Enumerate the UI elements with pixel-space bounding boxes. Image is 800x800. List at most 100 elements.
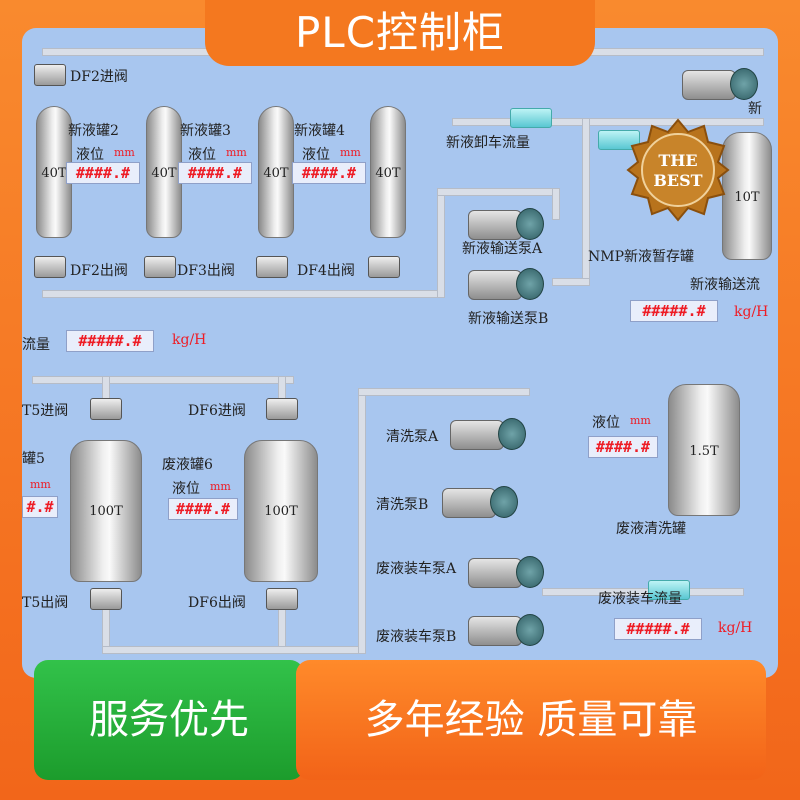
level-label: 液位	[302, 147, 330, 163]
tank-capacity: 100T	[89, 504, 123, 519]
flowmeter-icon	[598, 130, 640, 150]
pump-label: 废液装车泵A	[376, 561, 457, 577]
pump-label: 新液输送泵B	[468, 311, 549, 327]
tank-capacity: 100T	[264, 504, 298, 519]
level-readout: ####.#	[66, 162, 140, 184]
valve-icon[interactable]	[90, 588, 122, 610]
pump-icon[interactable]	[468, 554, 544, 588]
pipe	[42, 290, 444, 298]
flow-unit: kg/H	[172, 332, 207, 348]
tank-capacity: 40T	[375, 165, 401, 181]
promo-left: 服务优先	[34, 660, 304, 780]
valve-icon[interactable]	[34, 64, 66, 86]
pump-label: 废液装车泵B	[376, 629, 457, 645]
valve-label: DF6出阀	[188, 595, 246, 611]
tank-label: 废液罐6	[162, 457, 213, 473]
pump-label: 清洗泵A	[386, 429, 439, 445]
pump-icon[interactable]	[682, 66, 758, 100]
level-label: 液位	[592, 415, 620, 431]
level-readout: ####.#	[168, 498, 238, 520]
tank-label: 新液罐4	[294, 123, 345, 139]
valve-icon[interactable]	[144, 256, 176, 278]
flow-unit: kg/H	[734, 304, 769, 320]
pump-icon[interactable]	[468, 612, 544, 646]
valve-icon[interactable]	[34, 256, 66, 278]
promo-right: 多年经验 质量可靠	[296, 660, 766, 780]
flowmeter-icon	[648, 580, 690, 600]
level-readout: ####.#	[588, 436, 658, 458]
tank-label: 新液罐2	[68, 123, 119, 139]
tank-4: 40T	[258, 106, 294, 238]
tank-label: 废液清洗罐	[616, 521, 686, 537]
pipe	[552, 278, 590, 286]
valve-icon[interactable]	[368, 256, 400, 278]
pipe	[452, 118, 764, 126]
level-unit: mm	[340, 146, 361, 159]
tank-5-top: 40T	[370, 106, 406, 238]
valve-label: DF4出阀	[297, 263, 355, 279]
pipe	[358, 388, 366, 654]
pipe	[102, 646, 364, 654]
level-label: 液位	[172, 481, 200, 497]
level-readout: ####.#	[178, 162, 252, 184]
valve-icon[interactable]	[266, 398, 298, 420]
pump-icon[interactable]	[442, 484, 518, 518]
nmp-label: NMP新液暂存罐	[588, 249, 695, 265]
tank-capacity: 10T	[734, 189, 760, 205]
valve-icon[interactable]	[256, 256, 288, 278]
flow-label: 流量	[22, 337, 50, 353]
level-unit: mm	[114, 146, 135, 159]
pump-a-icon[interactable]	[468, 206, 544, 240]
level-label: 液位	[76, 147, 104, 163]
pipe	[32, 376, 294, 384]
flow-readout: #####.#	[630, 300, 718, 322]
pump-label: 清洗泵B	[376, 497, 429, 513]
pump-label: 新液输送泵A	[462, 241, 543, 257]
level-unit: mm	[30, 478, 51, 491]
tank-4-capacity: 40T	[263, 165, 289, 181]
tank-capacity: 1.5T	[689, 443, 719, 459]
valve-label: T5出阀	[22, 595, 69, 611]
level-unit: mm	[210, 480, 231, 493]
valve-label: DF2进阀	[70, 69, 128, 85]
tank-2-capacity: 40T	[41, 165, 67, 181]
badge-line2: BEST	[653, 171, 702, 190]
flow-unit: kg/H	[718, 620, 753, 636]
tank-3-capacity: 40T	[151, 165, 177, 181]
level-unit: mm	[226, 146, 247, 159]
pipe	[437, 188, 559, 196]
valve-icon[interactable]	[90, 398, 122, 420]
tank-1-5t: 1.5T	[668, 384, 740, 516]
valve-icon[interactable]	[266, 588, 298, 610]
flow-label: 废液装车流量	[598, 591, 682, 607]
level-label: 液位	[188, 147, 216, 163]
valve-label: DF6进阀	[188, 403, 246, 419]
label-partial: 新	[748, 101, 762, 117]
tank-label: 罐5	[22, 451, 45, 467]
valve-label: DF2出阀	[70, 263, 128, 279]
best-badge-icon: THE BEST	[626, 118, 730, 222]
level-readout: ####.#	[292, 162, 366, 184]
badge-line1: THE	[658, 151, 697, 170]
tank-label: 新液罐3	[180, 123, 231, 139]
tank-6: 100T	[244, 440, 318, 582]
flowmeter-icon	[510, 108, 552, 128]
pump-icon[interactable]	[450, 416, 526, 450]
level-readout: #.#	[22, 496, 58, 518]
tank-10t: 10T	[722, 132, 772, 260]
valve-label: DF3出阀	[177, 263, 235, 279]
valve-label: T5进阀	[22, 403, 69, 419]
flow-readout: #####.#	[614, 618, 702, 640]
pipe	[437, 188, 445, 298]
pump-b-icon[interactable]	[468, 266, 544, 300]
flow-label: 新液输送流	[690, 277, 760, 293]
pipe	[358, 388, 530, 396]
header-title: PLC控制柜	[205, 0, 595, 66]
level-unit: mm	[630, 414, 651, 427]
flow-label: 新液卸车流量	[446, 135, 530, 151]
tank-3: 40T	[146, 106, 182, 238]
flow-readout: #####.#	[66, 330, 154, 352]
tank-5: 100T	[70, 440, 142, 582]
pipe	[552, 188, 560, 220]
